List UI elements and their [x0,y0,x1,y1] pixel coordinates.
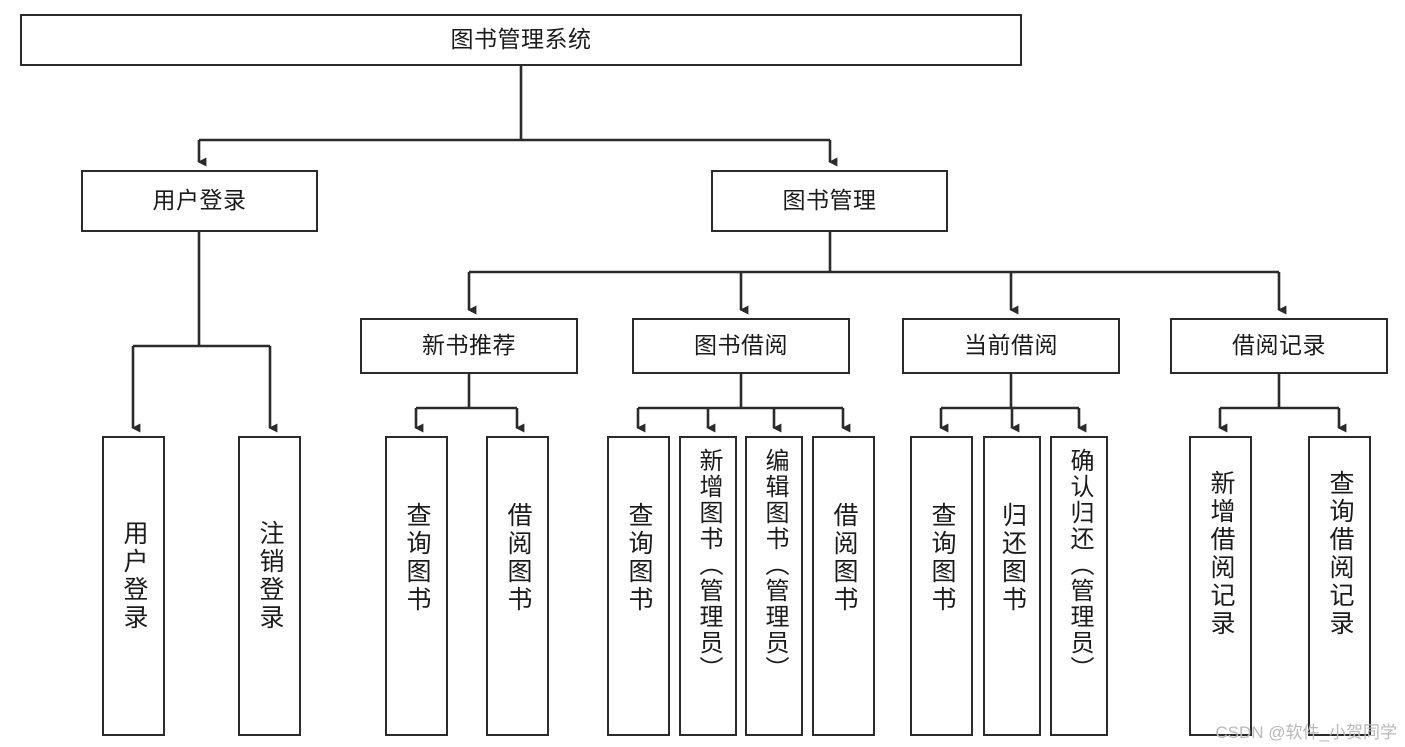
node-label: 用户登录 [120,520,148,632]
node-label: 新增借阅记录 [1207,470,1235,638]
node-label: 图书管理 [782,187,877,214]
node-leaf-edit-book-admin[interactable]: 编辑图书（管理员） [745,436,803,736]
csdn-watermark: CSDN @软件_小贺同学 [1215,723,1397,742]
node-leaf-add-book-admin[interactable]: 新增图书（管理员） [679,436,737,736]
node-leaf-confirm-return-admin[interactable]: 确认归还（管理员） [1050,436,1108,736]
node-new-book-recommend[interactable]: 新书推荐 [360,318,578,374]
node-label: 注销登录 [256,520,284,632]
node-label: 当前借阅 [964,332,1058,359]
node-label: 新书推荐 [422,332,516,359]
node-root-system[interactable]: 图书管理系统 [20,14,1022,66]
node-label: 图书管理系统 [450,26,592,53]
node-leaf-add-borrow-record[interactable]: 新增借阅记录 [1189,436,1252,736]
node-leaf-borrow-book-2[interactable]: 借阅图书 [812,436,875,736]
node-leaf-query-book-1[interactable]: 查询图书 [385,436,448,736]
node-leaf-return-book[interactable]: 归还图书 [983,436,1041,736]
node-current-borrow[interactable]: 当前借阅 [902,318,1120,374]
node-book-manage[interactable]: 图书管理 [711,170,948,232]
node-borrow-record[interactable]: 借阅记录 [1170,318,1388,374]
node-label: 查询借阅记录 [1326,470,1354,638]
node-leaf-query-book-2[interactable]: 查询图书 [607,436,670,736]
node-label: 查询图书 [625,502,653,614]
node-label: 查询图书 [928,502,956,614]
node-label: 借阅图书 [830,502,858,614]
node-label: 查询图书 [403,502,431,614]
node-book-borrow[interactable]: 图书借阅 [632,318,850,374]
node-leaf-borrow-book-1[interactable]: 借阅图书 [486,436,549,736]
node-label: 借阅记录 [1232,332,1326,359]
node-label: 确认归还（管理员） [1066,448,1093,682]
node-leaf-query-book-3[interactable]: 查询图书 [910,436,973,736]
node-label: 编辑图书（管理员） [761,448,788,682]
node-leaf-user-login[interactable]: 用户登录 [102,436,165,736]
node-user-login[interactable]: 用户登录 [81,170,318,232]
node-label: 新增图书（管理员） [695,448,722,682]
node-label: 图书借阅 [694,332,788,359]
node-leaf-query-borrow-record[interactable]: 查询借阅记录 [1308,436,1371,736]
node-label: 用户登录 [152,187,247,214]
node-label: 借阅图书 [504,502,532,614]
node-leaf-logout-login[interactable]: 注销登录 [238,436,301,736]
node-label: 归还图书 [998,502,1027,614]
